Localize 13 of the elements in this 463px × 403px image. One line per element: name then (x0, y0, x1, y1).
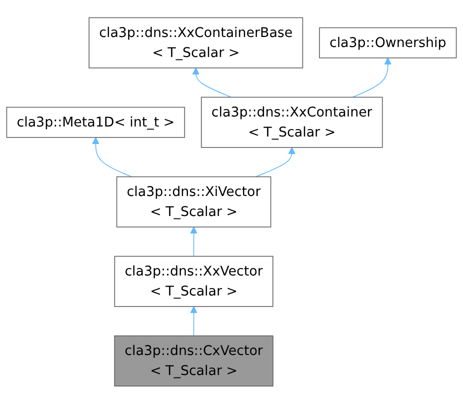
arrow (255, 146, 296, 177)
arrow (352, 57, 392, 98)
node-box: cla3p::dns::CxVector < T_Scalar > (114, 335, 274, 386)
node-box: cla3p::dns::XxContainerBase < T_Scalar > (88, 16, 304, 68)
node-box: cla3p::Meta1D< int_t > (6, 106, 186, 138)
arrow (190, 306, 198, 336)
node-box: cla3p::dns::XxVector < T_Scalar > (114, 256, 274, 307)
node-box: cla3p::dns::XiVector < T_Scalar > (116, 176, 272, 228)
arrow (192, 67, 232, 98)
node-box: cla3p::dns::XxContainer < T_Scalar > (200, 96, 383, 148)
node-box: cla3p::Ownership (319, 26, 457, 58)
arrow (190, 226, 198, 256)
arrow (92, 136, 132, 177)
